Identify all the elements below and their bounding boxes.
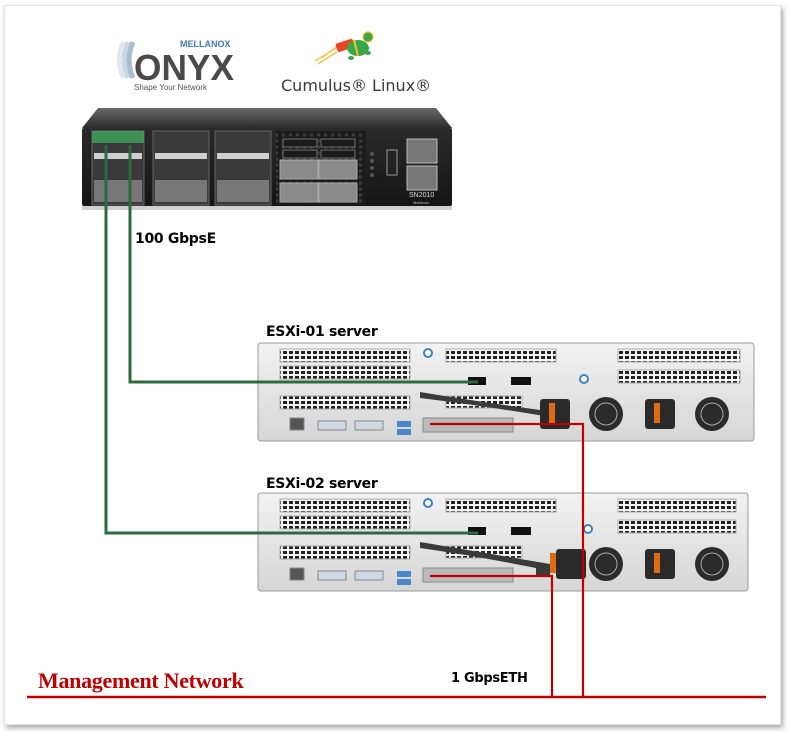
mgmt-speed-label: 1 GbpsETH bbox=[451, 671, 528, 686]
qsfp-ports bbox=[279, 138, 358, 203]
mgmt-rj45-port bbox=[406, 138, 438, 164]
turtle-rocket-icon bbox=[314, 31, 374, 65]
cable-arm bbox=[420, 392, 570, 426]
cumulus-linux-logo: Cumulus® Linux® bbox=[281, 31, 431, 95]
esxi-02-chassis bbox=[257, 492, 749, 592]
server-name-label: ESXi-02 server bbox=[266, 476, 378, 492]
esxi-01-chassis bbox=[257, 342, 755, 442]
switch-vendor-label: Mellanox bbox=[413, 200, 429, 205]
switch-top-cover bbox=[82, 108, 452, 128]
uplink-speed-label: 100 GbpsE bbox=[135, 231, 216, 247]
uplink-esxi-02[interactable] bbox=[104, 145, 478, 535]
mellanox-switch: SN2010 Mellanox bbox=[82, 108, 452, 210]
cumulus-text: Cumulus® Linux® bbox=[281, 76, 431, 95]
mgmt-cables bbox=[27, 422, 766, 699]
usb-port bbox=[386, 149, 398, 176]
onyx-text: ONYX bbox=[134, 47, 234, 88]
status-leds bbox=[370, 152, 374, 177]
connected-port-highlight bbox=[92, 131, 144, 143]
mellanox-onyx-logo: MELLANOX ONYX Shape Your Network bbox=[117, 39, 234, 92]
switch-model-label: SN2010 bbox=[409, 192, 434, 199]
server-name-label: ESXi-01 server bbox=[266, 324, 378, 340]
uplink-esxi-01[interactable] bbox=[128, 145, 478, 384]
onyx-tagline: Shape Your Network bbox=[134, 83, 208, 92]
mellanox-text: MELLANOX bbox=[180, 39, 231, 49]
psu-fan-icon bbox=[589, 397, 623, 431]
mgmt-link-esxi-01[interactable] bbox=[430, 422, 585, 697]
mgmt-link-esxi-02[interactable] bbox=[430, 574, 554, 697]
console-rj45-port bbox=[406, 165, 438, 191]
uplink-cables bbox=[104, 145, 478, 535]
onyx-swoosh-icon bbox=[117, 40, 136, 80]
sfp-port-group bbox=[91, 130, 272, 206]
management-network-label: Management Network bbox=[38, 668, 244, 693]
